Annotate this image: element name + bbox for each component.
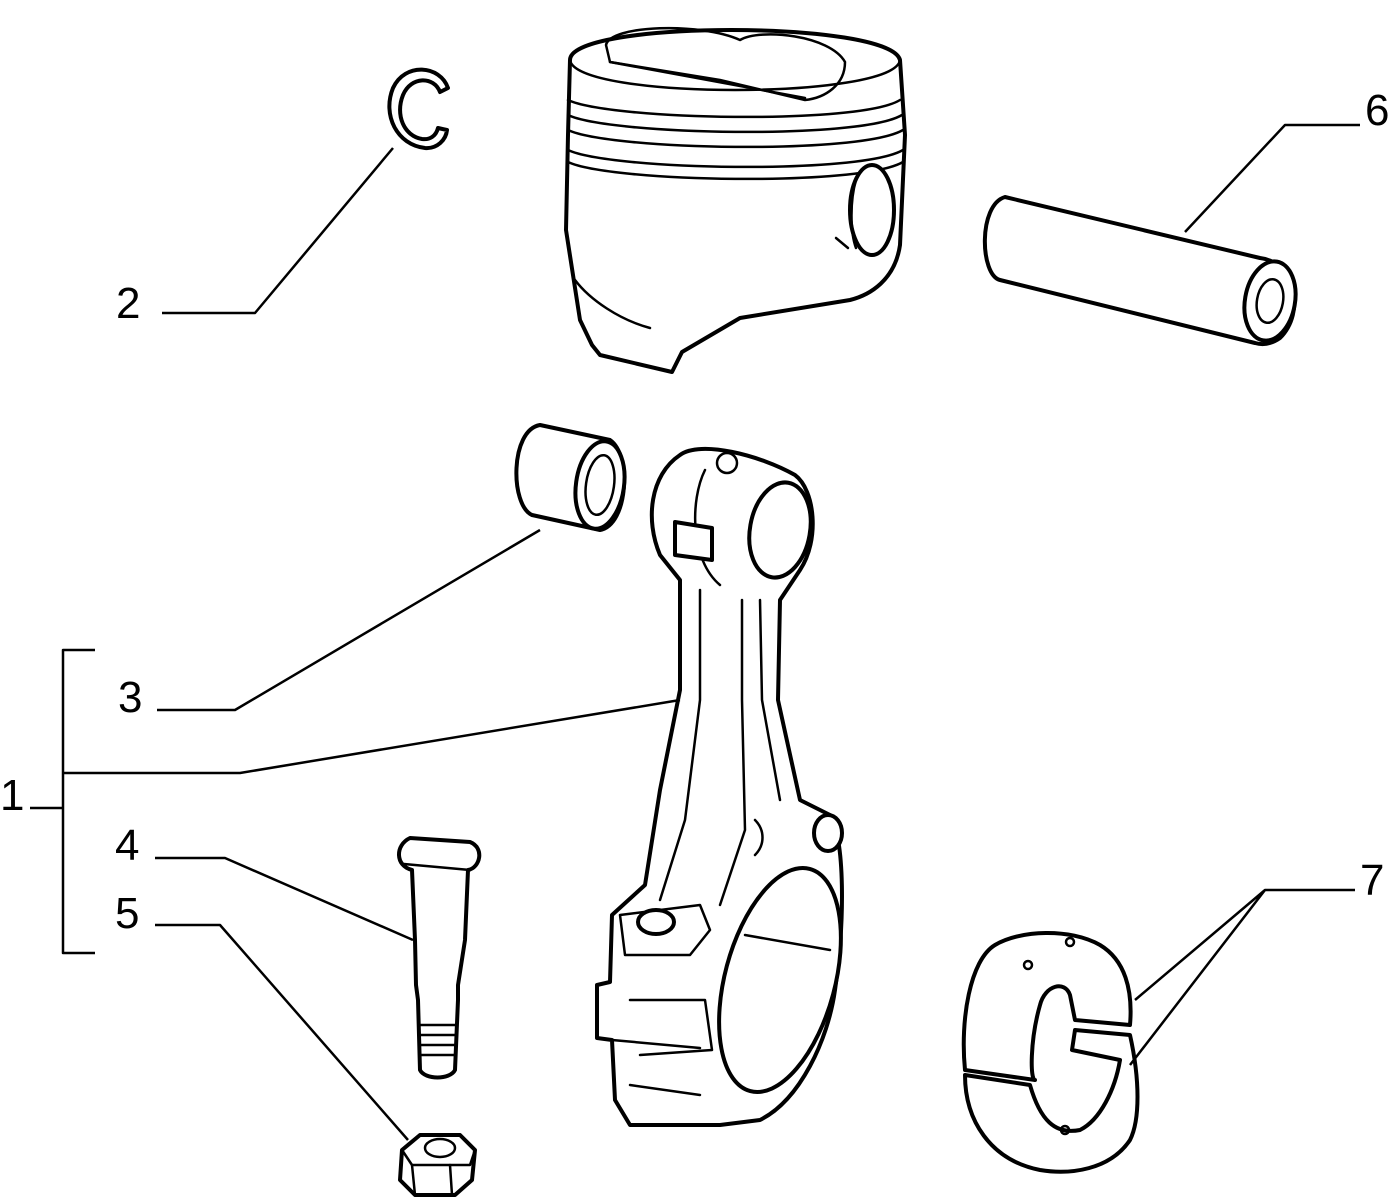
callout-4: 4 — [115, 821, 139, 870]
callout-3: 3 — [118, 673, 142, 722]
leader-5 — [155, 923, 409, 1141]
callout-1: 1 — [0, 771, 24, 820]
leader-6 — [1184, 123, 1360, 233]
snap-ring-part[interactable] — [387, 67, 450, 151]
leader-4 — [155, 856, 414, 942]
bearing-shells-part[interactable] — [961, 931, 1140, 1174]
callout-6: 6 — [1365, 86, 1389, 135]
piston-part[interactable] — [564, 26, 907, 374]
bracket-1 — [61, 648, 95, 955]
leader-2 — [162, 147, 394, 315]
piston-pin-part[interactable] — [982, 195, 1302, 347]
callout-2: 2 — [116, 279, 140, 328]
callout-7: 7 — [1360, 856, 1384, 905]
small-end-bushing-part[interactable] — [514, 423, 630, 532]
leader-lines — [30, 123, 1360, 1141]
connecting-rod-part[interactable] — [595, 446, 863, 1127]
leader-3 — [157, 528, 541, 712]
leader-7 — [1129, 888, 1355, 1066]
cap-nut-part[interactable] — [398, 1133, 477, 1197]
cap-bolt-part[interactable] — [397, 836, 482, 1080]
callout-5: 5 — [115, 889, 139, 938]
callout-labels: 1 2 3 4 5 6 7 — [0, 86, 1389, 938]
leader-1 — [63, 698, 681, 775]
